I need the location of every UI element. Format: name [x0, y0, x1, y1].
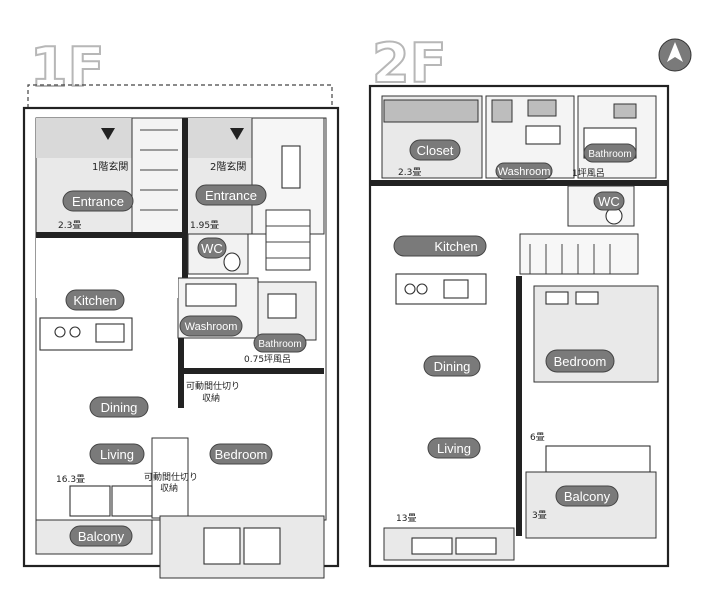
wash-basin — [185, 283, 237, 307]
stove-burner — [54, 326, 66, 338]
kitchen-sink — [95, 323, 125, 343]
stove-burner — [69, 326, 81, 338]
wc-badge-1f — [197, 237, 227, 259]
dining-badge-1f — [89, 396, 149, 418]
pillow — [545, 291, 569, 305]
stair-opening-2f — [519, 233, 639, 275]
storage-1-line1: 可動間仕切り — [186, 380, 240, 392]
bathroom-badge-1f — [253, 333, 307, 353]
bedroom-label-2f: Bedroom — [554, 354, 607, 369]
window-glass-door — [411, 537, 453, 555]
wash-basin-2f — [525, 125, 561, 145]
dining-badge-2f — [423, 355, 481, 377]
bath-size-1f: 0.75坪風呂 — [244, 354, 291, 365]
balcony-badge-1f — [69, 525, 133, 547]
entry-arrow-1f-icon — [101, 128, 115, 140]
washroom-label-2f: Washroom — [498, 166, 551, 178]
bathroom-label-1f: Bathroom — [258, 339, 301, 350]
entrance-b-size: 1.95畳 — [190, 220, 219, 231]
dining-label-1f: Dining — [101, 400, 138, 415]
kitchen-area-1f — [36, 238, 178, 298]
kitchen-sink-2f — [443, 279, 469, 299]
stove-burner — [404, 283, 416, 295]
window-glass-door — [545, 445, 651, 473]
stairs-1f — [131, 117, 187, 235]
bath-size-2f: 1坪風呂 — [572, 168, 605, 179]
floor-title-1f: 1F — [30, 36, 104, 99]
kitchen-label-1f: Kitchen — [73, 293, 116, 308]
washroom-cabinet — [527, 99, 557, 117]
kitchen-badge-1f — [65, 289, 125, 311]
toilet-fixture — [223, 252, 241, 272]
living-label-1f: Living — [100, 447, 134, 462]
living-size-2f: 13畳 — [396, 513, 416, 524]
living-badge-2f — [427, 437, 481, 459]
wc-badge-2f — [593, 191, 625, 211]
dining-label-2f: Dining — [434, 359, 471, 374]
closet-badge — [409, 139, 461, 161]
pillow — [575, 291, 599, 305]
wc-label-1f: WC — [201, 241, 223, 256]
balcony-badge-2f — [555, 485, 619, 507]
dashed-outline-1f — [27, 84, 333, 108]
entry-arrow-2f-icon — [230, 128, 244, 140]
bedroom-size: 6畳 — [530, 432, 545, 443]
washroom-badge-1f — [179, 315, 243, 337]
living-label-2f: Living — [437, 441, 471, 456]
window-glass-door — [203, 527, 241, 565]
window-glass-door — [455, 537, 497, 555]
window-glass-door — [111, 485, 153, 517]
wall-segment — [370, 180, 668, 186]
balcony-size: 3畳 — [532, 510, 547, 521]
entrance-a-shade — [36, 118, 132, 158]
shoe-cabinet — [281, 145, 301, 189]
entrance-a-label: Entrance — [72, 194, 124, 209]
wall-segment — [516, 276, 522, 536]
washroom-badge-2f — [495, 162, 553, 180]
window-glass-door — [243, 527, 281, 565]
wall-segment — [36, 232, 182, 238]
living-badge-1f — [89, 443, 145, 465]
bathroom-vent — [613, 103, 637, 119]
bedroom-badge-2f — [545, 349, 615, 373]
bathtub-1f — [267, 293, 297, 319]
bathroom-label-2f: Bathroom — [588, 149, 631, 160]
storage-2-line2: 収納 — [160, 482, 178, 494]
kitchen-label-2f: Kitchen — [434, 239, 477, 254]
entrance-b-shade — [186, 118, 252, 158]
stove-burner — [416, 283, 428, 295]
wall-segment — [178, 368, 324, 374]
balcony-1f-right — [159, 515, 325, 579]
bedroom-label-1f: Bedroom — [215, 447, 268, 462]
bathroom-badge-2f — [583, 143, 637, 163]
closet-label: Closet — [417, 143, 454, 158]
entrance-a-size: 2.3畳 — [58, 220, 81, 231]
kitchen-badge-2f — [393, 235, 487, 257]
window-glass-door — [69, 485, 111, 517]
spiral-stairs — [265, 209, 311, 271]
balcony-label-1f: Balcony — [78, 529, 125, 544]
balcony-label-2f: Balcony — [564, 489, 611, 504]
entrance-b-label: Entrance — [205, 188, 257, 203]
washroom-cabinet — [491, 99, 513, 123]
entrance-a-badge — [62, 190, 134, 212]
wall-segment — [182, 118, 188, 278]
storage-1-line2: 収納 — [202, 392, 220, 404]
living-size-1f: 16.3畳 — [56, 474, 85, 485]
north-arrow-needle-icon — [667, 42, 683, 62]
bedroom-badge-1f — [209, 443, 273, 465]
washroom-label-1f: Washroom — [185, 321, 238, 333]
entrance-1-jp-label: 1階玄関 — [92, 160, 128, 173]
storage-2-line1: 可動間仕切り — [144, 471, 198, 483]
entrance-2-jp-label: 2階玄関 — [210, 160, 246, 173]
wc-label-2f: WC — [598, 194, 620, 209]
closet-size: 2.3畳 — [398, 167, 421, 178]
closet-shelf — [383, 99, 479, 123]
movable-partition-storage — [151, 437, 189, 519]
entrance-b-badge — [195, 184, 267, 206]
